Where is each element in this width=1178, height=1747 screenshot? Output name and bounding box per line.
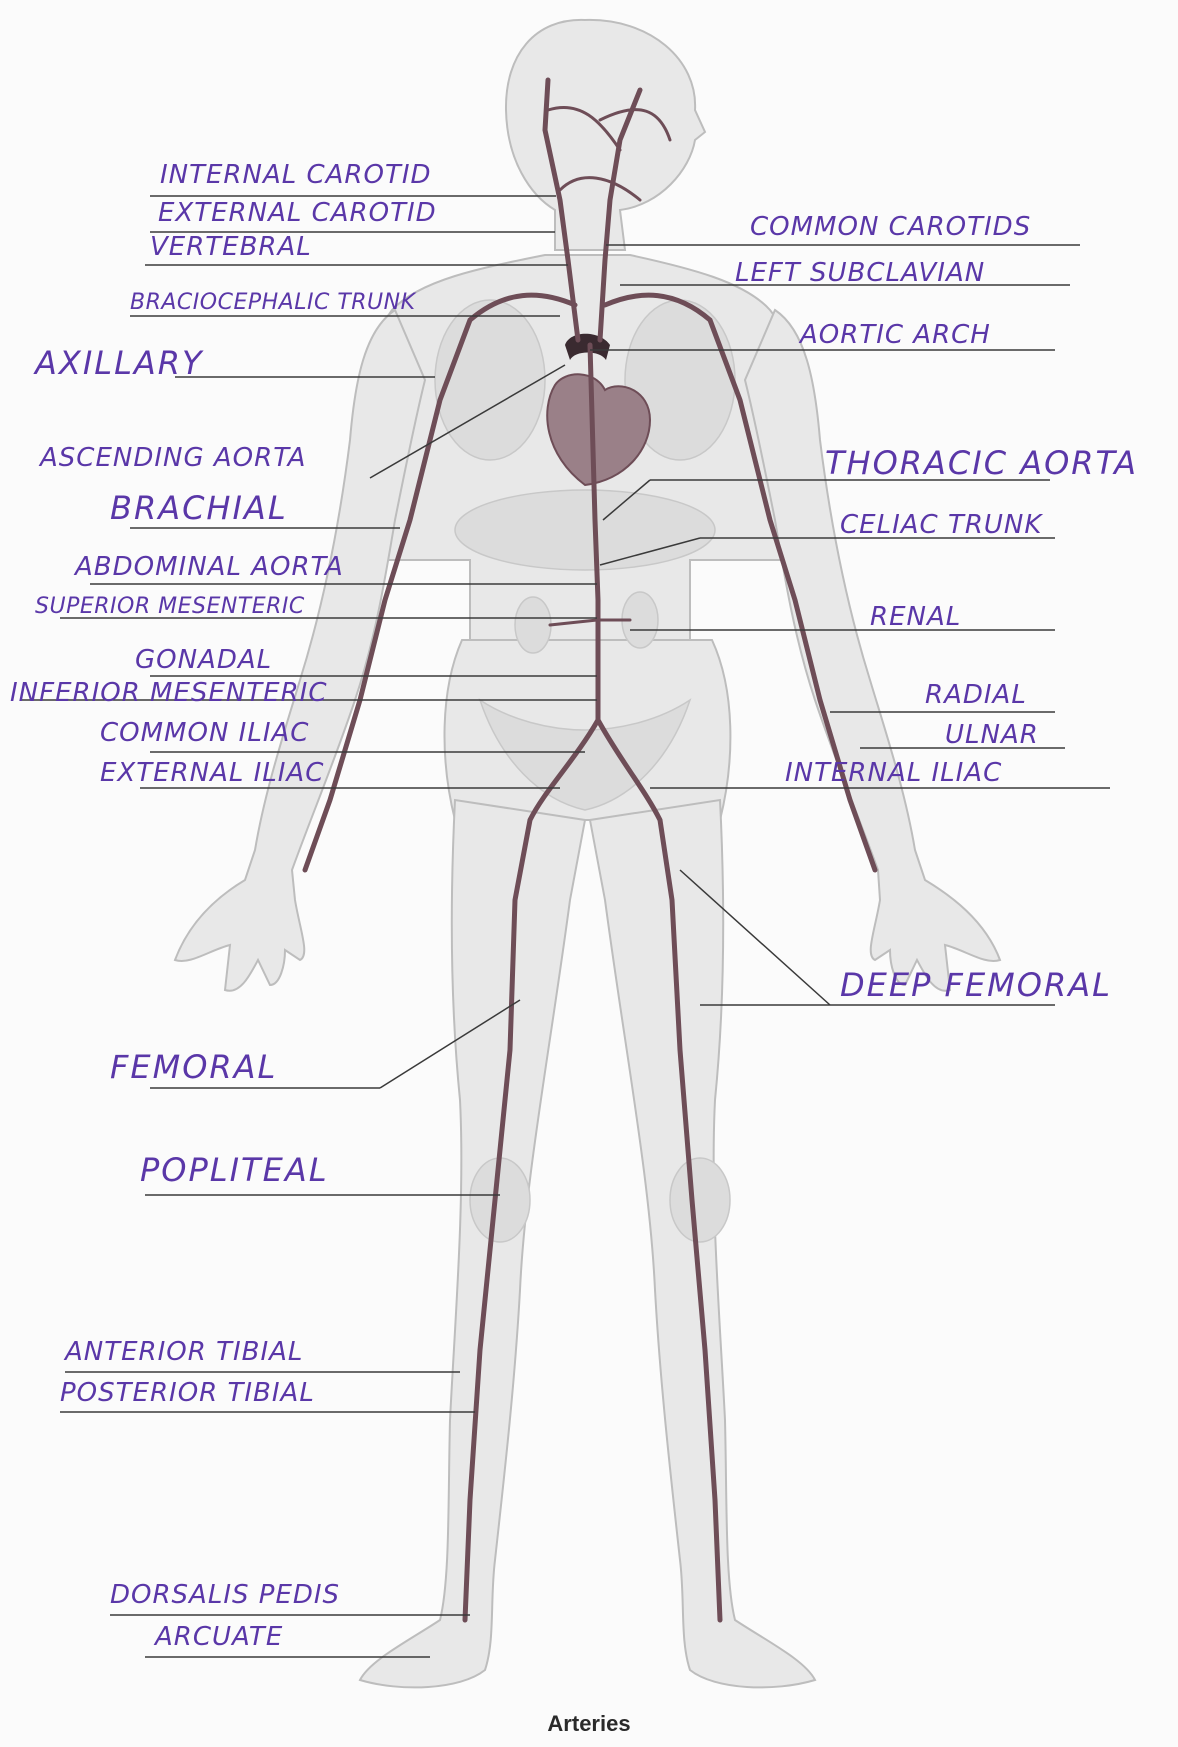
- knee-left: [670, 1158, 730, 1242]
- label-superior-mesenteric: SUPERIOR MESENTERIC: [35, 592, 305, 622]
- label-dorsalis-pedis: DORSALIS PEDIS: [110, 1580, 340, 1610]
- label-brachiocephalic-trunk: BRACIOCEPHALIC TRUNK: [130, 288, 416, 318]
- label-aortic-arch: AORTIC ARCH: [800, 320, 991, 350]
- label-internal-iliac: INTERNAL ILIAC: [785, 758, 1002, 788]
- label-celiac-trunk: CELIAC TRUNK: [840, 510, 1042, 540]
- leg-right: [360, 800, 585, 1687]
- label-thoracic-aorta: THORACIC AORTA: [825, 448, 1138, 478]
- label-left-subclavian: LEFT SUBCLAVIAN: [735, 258, 985, 288]
- label-arcuate: ARCUATE: [155, 1622, 283, 1652]
- label-ascending-aorta: ASCENDING AORTA: [40, 443, 306, 473]
- label-axillary: AXILLARY: [35, 348, 204, 378]
- label-external-iliac: EXTERNAL ILIAC: [100, 758, 324, 788]
- lung-right: [435, 300, 545, 460]
- leg-left: [590, 800, 815, 1687]
- label-ulnar: ULNAR: [945, 720, 1039, 750]
- label-vertebral: VERTEBRAL: [150, 232, 312, 262]
- label-radial: RADIAL: [925, 680, 1027, 710]
- kidney-right: [515, 597, 551, 653]
- label-popliteal: POPLITEAL: [140, 1155, 329, 1185]
- label-posterior-tibial: POSTERIOR TIBIAL: [60, 1378, 315, 1408]
- label-abdominal-aorta: ABDOMINAL AORTA: [75, 552, 344, 582]
- label-internal-carotid: INTERNAL CAROTID: [160, 160, 432, 190]
- label-external-carotid: EXTERNAL CAROTID: [158, 198, 437, 228]
- label-deep-femoral: DEEP FEMORAL: [840, 970, 1112, 1000]
- label-inferior-mesenteric: INFERIOR MESENTERIC: [10, 678, 327, 708]
- label-common-carotids: COMMON CAROTIDS: [750, 212, 1031, 242]
- figure-caption: Arteries: [0, 1711, 1178, 1737]
- label-gonadal: GONADAL: [135, 645, 272, 675]
- label-renal: RENAL: [870, 602, 961, 632]
- label-anterior-tibial: ANTERIOR TIBIAL: [65, 1337, 303, 1367]
- diaphragm: [455, 490, 715, 570]
- head: [506, 20, 705, 250]
- label-femoral: FEMORAL: [110, 1052, 277, 1082]
- arm-left: [745, 310, 1000, 991]
- label-brachial: BRACHIAL: [110, 493, 288, 523]
- label-common-iliac: COMMON ILIAC: [100, 718, 309, 748]
